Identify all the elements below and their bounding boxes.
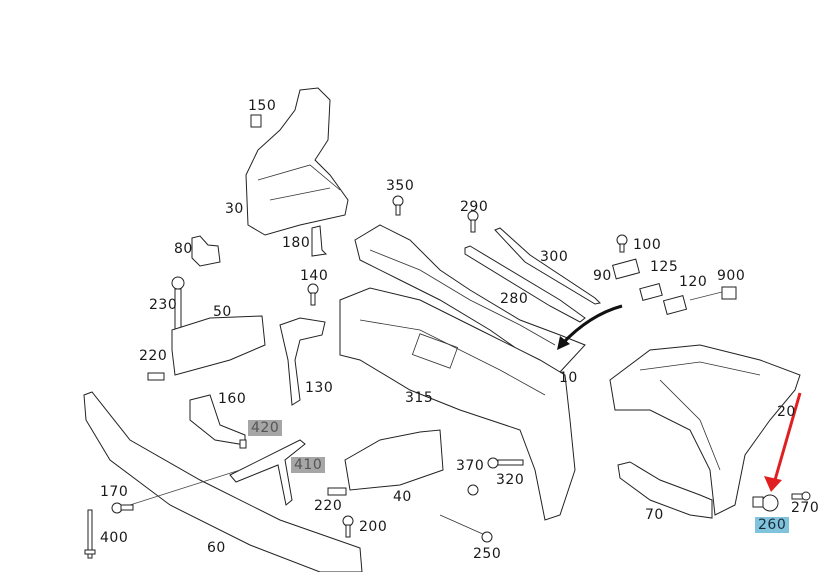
label-40: 40	[393, 489, 412, 505]
label-270: 270	[791, 500, 820, 516]
part-900-cap	[721, 286, 737, 300]
label-150: 150	[248, 98, 277, 114]
part-140-screw	[307, 283, 319, 306]
label-290: 290	[460, 199, 489, 215]
label-230: 230	[149, 297, 178, 313]
label-20: 20	[777, 404, 796, 420]
label-420-highlighted: 420	[248, 420, 283, 436]
label-220-upper: 220	[139, 348, 168, 364]
part-40-bracket	[344, 429, 444, 491]
part-10-cowl	[354, 224, 586, 373]
label-260-highlighted: 260	[755, 517, 790, 533]
part-50-bracket	[171, 315, 266, 376]
part-20-front-frame	[609, 344, 801, 516]
label-130: 130	[305, 380, 334, 396]
label-160: 160	[218, 391, 247, 407]
label-80: 80	[174, 241, 193, 257]
black-arrow	[557, 304, 623, 350]
label-250: 250	[473, 546, 502, 562]
part-410-rod	[229, 439, 306, 506]
part-290-screw	[467, 210, 479, 233]
part-320-bolt	[467, 484, 479, 496]
label-370: 370	[456, 458, 485, 474]
part-260-nut	[752, 494, 779, 512]
label-140: 140	[300, 268, 329, 284]
red-arrow	[764, 392, 802, 492]
label-350: 350	[386, 178, 415, 194]
part-270-bolt	[791, 491, 811, 501]
part-170-bolt	[111, 502, 134, 514]
part-200-bolt	[342, 515, 354, 538]
part-125-latch	[639, 283, 663, 301]
label-410-highlighted: 410	[291, 457, 326, 473]
label-400: 400	[100, 530, 129, 546]
label-180: 180	[282, 235, 311, 251]
label-70: 70	[645, 507, 664, 523]
label-50: 50	[213, 304, 232, 320]
label-200: 200	[359, 519, 388, 535]
label-100: 100	[633, 237, 662, 253]
part-30-bracket	[245, 87, 349, 236]
part-130-support	[279, 317, 326, 406]
label-170: 170	[100, 484, 129, 500]
part-350-bolt	[392, 195, 404, 216]
part-220-plate-b	[327, 487, 347, 496]
label-280: 280	[500, 291, 529, 307]
label-30: 30	[225, 201, 244, 217]
label-220-lower: 220	[314, 498, 343, 514]
part-230-bolt	[171, 276, 185, 330]
part-420-clip	[239, 439, 247, 449]
label-125: 125	[650, 259, 679, 275]
part-315-crossmember	[339, 287, 576, 521]
part-280-strip	[464, 245, 586, 323]
part-90-latch	[611, 258, 641, 280]
part-150-clip	[250, 114, 262, 128]
part-100-bolt	[616, 234, 628, 253]
part-250-bolt	[439, 514, 493, 543]
part-180-bracket	[311, 225, 328, 257]
label-300: 300	[540, 249, 569, 265]
label-90: 90	[593, 268, 612, 284]
part-220-plate-a	[147, 372, 165, 381]
label-320: 320	[496, 472, 525, 488]
part-300-strip	[494, 227, 602, 305]
part-400-stud	[84, 509, 96, 559]
label-315: 315	[405, 390, 434, 406]
part-370-washer	[487, 457, 524, 469]
part-70-lower-rail	[617, 461, 713, 519]
label-120: 120	[679, 274, 708, 290]
part-120-latch	[662, 295, 688, 315]
label-60: 60	[207, 540, 226, 556]
label-10: 10	[559, 370, 578, 386]
label-900: 900	[717, 268, 746, 284]
part-80-bracket	[191, 235, 221, 267]
